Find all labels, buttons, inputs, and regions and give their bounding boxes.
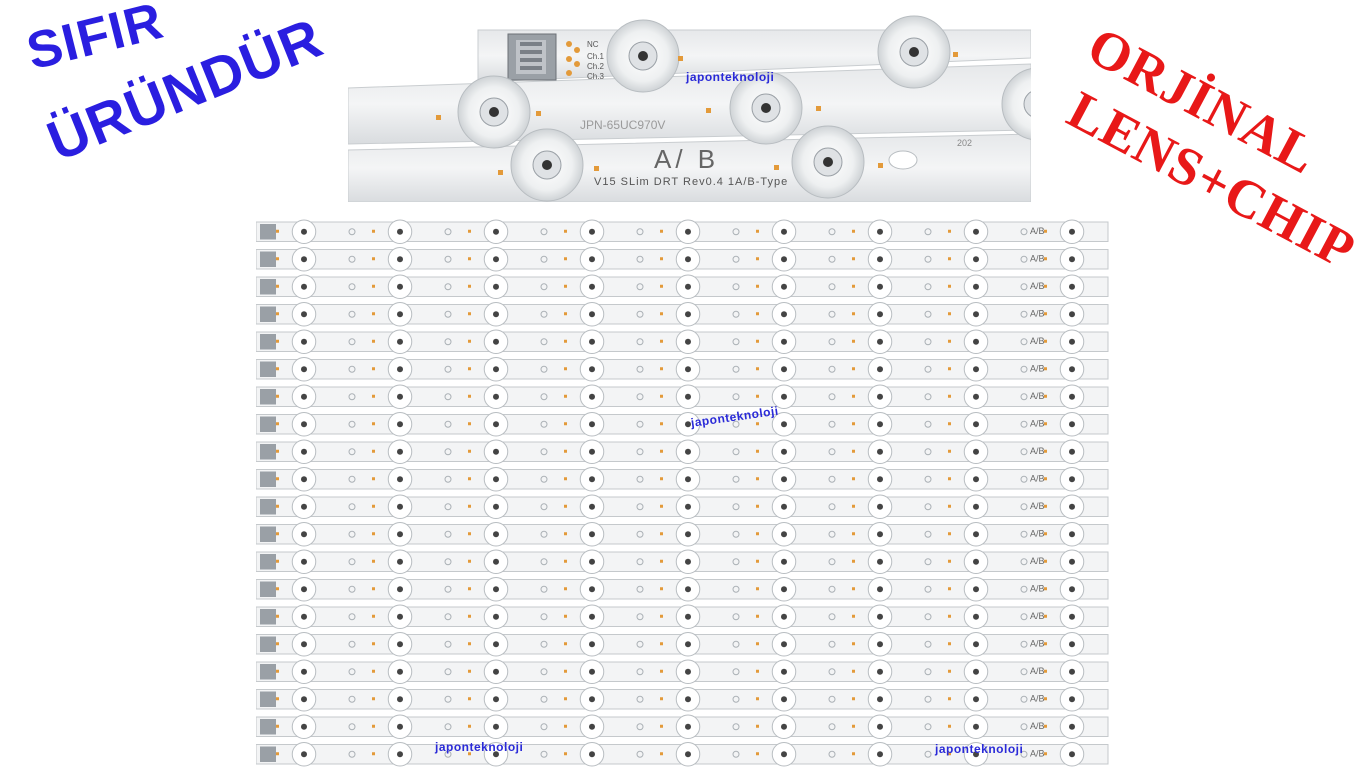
- strip-connector: [260, 719, 276, 735]
- led-strip: A/B: [256, 357, 1109, 382]
- strip-connector: [260, 499, 276, 515]
- led-strip: A/B: [256, 714, 1109, 739]
- strip-variant-label: A/B: [1030, 501, 1045, 511]
- strip-connector: [260, 361, 276, 377]
- strip-connector: [260, 526, 276, 542]
- led-strip: A/B: [256, 549, 1109, 574]
- revision-label: V15 SLim DRT Rev0.4 1A/B-Type: [594, 176, 789, 188]
- strip-variant-label: A/B: [1030, 253, 1045, 263]
- strip-variant-label: A/B: [1030, 666, 1045, 676]
- pin-label-ch1: Ch.1: [587, 52, 604, 61]
- promo-zero-label: SIFIR: [21, 0, 170, 82]
- closeup-photo: [348, 12, 1031, 202]
- strip-connector: [260, 306, 276, 322]
- strip-variant-label: A/B: [1030, 638, 1045, 648]
- model-code: JPN-65UC970V: [580, 118, 666, 132]
- led-strip: A/B: [256, 632, 1109, 657]
- strip-connector: [260, 581, 276, 597]
- led-strip: A/B: [256, 467, 1109, 492]
- strip-variant-label: A/B: [1030, 528, 1045, 538]
- strip-variant-label: A/B: [1030, 693, 1045, 703]
- pin-label-nc: NC: [587, 40, 599, 49]
- led-strip: A/B: [256, 494, 1109, 519]
- strip-connector: [260, 224, 276, 240]
- led-strip: A/B: [256, 384, 1109, 409]
- strip-connector: [260, 416, 276, 432]
- strip-variant-label: A/B: [1030, 391, 1045, 401]
- led-strip: A/B: [256, 329, 1109, 354]
- strip-connector: [260, 251, 276, 267]
- led-strip: A/B: [256, 302, 1109, 327]
- watermark-bottom-right: japonteknoloji: [935, 742, 1024, 756]
- watermark-closeup: japonteknoloji: [686, 70, 775, 84]
- watermark-bottom-left: japonteknoloji: [435, 740, 524, 754]
- led-strip: A/B: [256, 604, 1109, 629]
- strip-variant-label: A/B: [1030, 611, 1045, 621]
- led-strip: A/B: [256, 412, 1109, 437]
- board-number: 202: [957, 138, 973, 148]
- led-strip: A/B: [256, 522, 1109, 547]
- led-strip: A/B: [256, 577, 1109, 602]
- strip-connector: [260, 664, 276, 680]
- strip-variant-label: A/B: [1030, 336, 1045, 346]
- strip-connector: [260, 444, 276, 460]
- led-strip: A/B: [256, 687, 1109, 712]
- strip-connector: [260, 334, 276, 350]
- led-strip-stack: A/B A/B A/B A/B A/B A/B A/B A/B A/B A/B A/B A/B A/B A…: [256, 219, 1109, 767]
- strip-variant-label: A/B: [1030, 363, 1045, 373]
- led-strip: A/B: [256, 439, 1109, 464]
- led-strip: A/B: [256, 274, 1109, 299]
- strip-connector: [260, 746, 276, 762]
- strip-connector: [260, 554, 276, 570]
- strip-variant-label: A/B: [1030, 418, 1045, 428]
- strip-connector: [260, 609, 276, 625]
- pin-label-ch2: Ch.2: [587, 62, 604, 71]
- strip-variant-label: A/B: [1030, 556, 1045, 566]
- strip-variant-label: A/B: [1030, 748, 1045, 758]
- pin-label-ch3: Ch.3: [587, 72, 604, 81]
- strip-connector: [260, 279, 276, 295]
- strip-variant-label: A/B: [1030, 308, 1045, 318]
- strip-variant-label: A/B: [1030, 721, 1045, 731]
- variant-label: A/ B: [654, 144, 720, 174]
- strip-connector: [260, 691, 276, 707]
- strip-variant-label: A/B: [1030, 473, 1045, 483]
- strip-connector: [260, 471, 276, 487]
- strip-connector: [260, 389, 276, 405]
- strip-variant-label: A/B: [1030, 446, 1045, 456]
- led-strip: A/B: [256, 247, 1109, 272]
- strip-connector: [260, 636, 276, 652]
- closeup-strips-drawing: [348, 15, 1031, 202]
- strip-variant-label: A/B: [1030, 583, 1045, 593]
- led-strip: A/B: [256, 659, 1109, 684]
- strip-variant-label: A/B: [1030, 281, 1045, 291]
- strip-variant-label: A/B: [1030, 226, 1045, 236]
- led-strip: A/B: [256, 219, 1109, 244]
- closeup-lenses: [457, 15, 1031, 202]
- led-strip: A/B: [256, 742, 1109, 767]
